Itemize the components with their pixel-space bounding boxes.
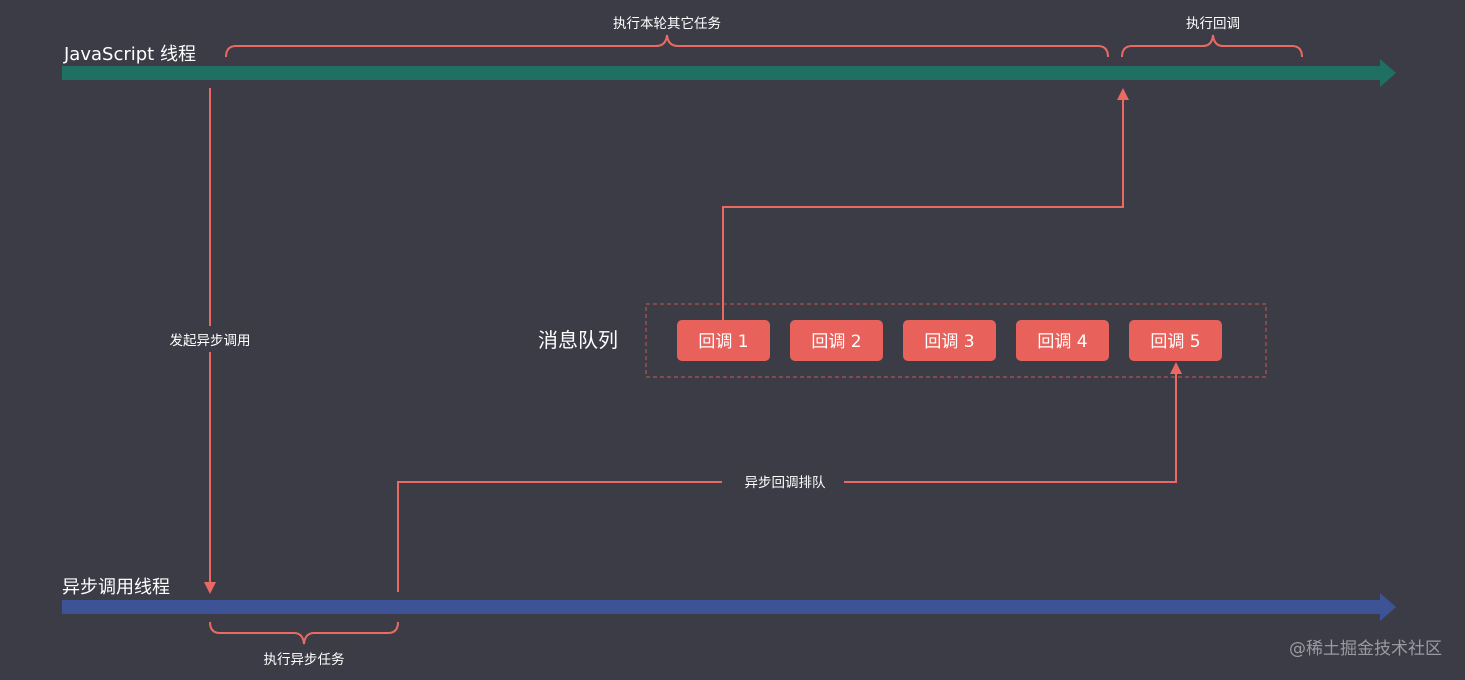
enqueue-callback-label: 异步回调排队 bbox=[745, 475, 826, 491]
queue-item: 回调 2 bbox=[790, 320, 883, 361]
enqueue-path-right bbox=[844, 362, 1182, 483]
queue-item: 回调 1 bbox=[677, 320, 770, 361]
brace-other-tasks-label: 执行本轮其它任务 bbox=[613, 15, 721, 32]
queue-item-label: 回调 3 bbox=[924, 332, 974, 352]
queue-item: 回调 5 bbox=[1129, 320, 1222, 361]
message-queue-box bbox=[645, 303, 1267, 378]
message-queue-label: 消息队列 bbox=[538, 328, 618, 352]
queue-item-label: 回调 1 bbox=[698, 332, 748, 352]
js-thread-arrow bbox=[62, 59, 1396, 87]
watermark: @稀土掘金技术社区 bbox=[1289, 639, 1442, 659]
queue-item: 回调 3 bbox=[903, 320, 996, 361]
queue-item-label: 回调 5 bbox=[1150, 332, 1200, 352]
start-async-call-label: 发起异步调用 bbox=[170, 333, 251, 349]
dequeue-path bbox=[722, 88, 1129, 320]
queue-item-label: 回调 4 bbox=[1037, 332, 1087, 352]
queue-item-label: 回调 2 bbox=[811, 332, 861, 352]
js-thread-label: JavaScript 线程 bbox=[63, 44, 196, 65]
brace-run-callback-label: 执行回调 bbox=[1186, 16, 1240, 32]
brace-other-tasks bbox=[225, 34, 1109, 58]
enqueue-path-left bbox=[397, 481, 722, 592]
brace-run-async-task-label: 执行异步任务 bbox=[264, 652, 345, 668]
brace-run-callback bbox=[1121, 34, 1303, 58]
async-thread-arrow bbox=[62, 593, 1396, 621]
brace-run-async-task bbox=[209, 621, 399, 645]
async-thread-label: 异步调用线程 bbox=[62, 577, 170, 598]
queue-item: 回调 4 bbox=[1016, 320, 1109, 361]
